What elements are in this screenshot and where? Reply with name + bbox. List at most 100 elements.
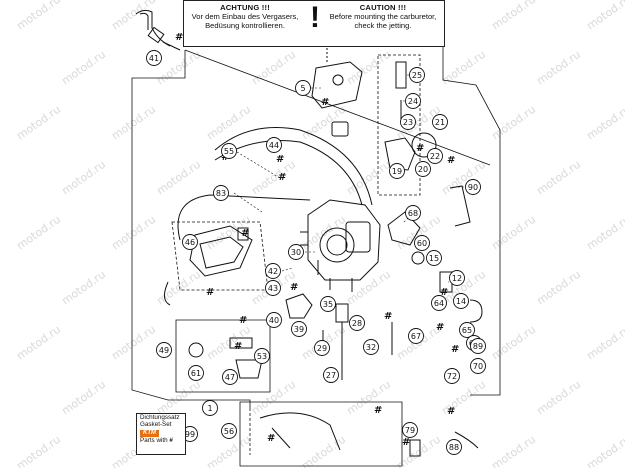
callout-19: 19 xyxy=(389,163,405,179)
kit-legend-line1: Dichtungssatz xyxy=(140,414,180,421)
watermark-text: motod.ru xyxy=(489,0,538,32)
callout-25: 25 xyxy=(409,67,425,83)
callout-70: 70 xyxy=(470,358,486,374)
callout-61: 61 xyxy=(188,365,204,381)
svg-text:#: # xyxy=(276,154,284,165)
watermark-text: motod.ru xyxy=(534,158,583,198)
callout-number: 44 xyxy=(269,141,279,150)
watermark-text: motod.ru xyxy=(344,378,393,418)
svg-text:#: # xyxy=(384,311,392,322)
watermark-text: motod.ru xyxy=(249,378,298,418)
callout-balloon xyxy=(449,270,465,286)
svg-text:#: # xyxy=(234,341,242,352)
svg-text:#: # xyxy=(206,287,214,298)
callout-64: 64 xyxy=(431,295,447,311)
callout-number: 14 xyxy=(456,297,466,306)
callout-balloon xyxy=(323,367,339,383)
svg-text:#: # xyxy=(241,228,249,239)
svg-text:#: # xyxy=(290,282,298,293)
hot-start-part xyxy=(384,61,437,171)
callout-60: 60 xyxy=(414,235,430,251)
callout-65: 65 xyxy=(459,322,475,338)
watermark-text: motod.ru xyxy=(249,158,298,198)
svg-text:#: # xyxy=(175,32,183,43)
svg-text:#: # xyxy=(321,97,329,108)
callout-balloon xyxy=(213,185,229,201)
callout-number: 23 xyxy=(403,118,413,127)
callout-88: 88 xyxy=(446,439,462,455)
callout-27: 27 xyxy=(323,367,339,383)
callout-number: 22 xyxy=(430,152,440,161)
callout-30: 30 xyxy=(288,244,304,260)
callout-number: 67 xyxy=(411,332,421,341)
callout-12: 12 xyxy=(449,270,465,286)
choke-cable-part xyxy=(135,9,181,51)
callout-43: 43 xyxy=(265,280,281,296)
callout-1: 1 xyxy=(202,400,218,416)
callout-balloon xyxy=(400,114,416,130)
callout-balloon xyxy=(295,80,311,96)
callout-balloon xyxy=(415,161,431,177)
callout-number: 99 xyxy=(185,430,195,439)
callout-balloon xyxy=(314,340,330,356)
callout-balloon xyxy=(431,295,447,311)
watermark-text: motod.ru xyxy=(154,158,203,198)
callout-number: 89 xyxy=(473,342,483,351)
warning-german-line1: Vor dem Einbau des Vergasers, xyxy=(191,12,299,22)
kit-legend-line2: Gasket-Set xyxy=(140,421,172,429)
callout-balloon xyxy=(409,67,425,83)
callout-14: 14 xyxy=(453,293,469,309)
callout-balloon xyxy=(405,205,421,221)
warning-english: CAUTION !!! Before mounting the carburet… xyxy=(324,3,442,31)
svg-text:#: # xyxy=(436,322,444,333)
callout-balloon xyxy=(188,365,204,381)
warning-english-title: CAUTION !!! xyxy=(359,3,407,12)
callout-number: 21 xyxy=(435,118,445,127)
callout-21: 21 xyxy=(432,114,448,130)
callout-number: 70 xyxy=(473,362,483,371)
callout-47: 47 xyxy=(222,369,238,385)
svg-text:#: # xyxy=(416,143,424,154)
callout-balloon xyxy=(156,342,172,358)
kit-legend-line3-text: Parts with xyxy=(140,436,168,444)
watermark-text: motod.ru xyxy=(489,323,538,363)
svg-text:#: # xyxy=(440,287,448,298)
watermark-text: motod.ru xyxy=(584,433,625,468)
callout-90: 90 xyxy=(465,179,481,195)
svg-text:#: # xyxy=(239,315,247,326)
watermark-text: motod.ru xyxy=(14,0,63,32)
callout-number: 29 xyxy=(317,344,327,353)
callout-balloon xyxy=(426,250,442,266)
throttle-cables-part xyxy=(164,127,373,306)
callout-balloon xyxy=(453,293,469,309)
watermark-text: motod.ru xyxy=(584,213,625,253)
callout-balloon xyxy=(222,369,238,385)
callout-number: 55 xyxy=(224,147,234,156)
callout-number: 32 xyxy=(366,343,376,352)
watermark-text: motod.ru xyxy=(439,48,488,88)
watermark-text: motod.ru xyxy=(534,268,583,308)
watermark-text: motod.ru xyxy=(299,213,348,253)
callout-number: 5 xyxy=(300,84,305,93)
watermark-text: motod.ru xyxy=(249,48,298,88)
callout-20: 20 xyxy=(415,161,431,177)
callout-number: 68 xyxy=(408,209,418,218)
watermark-text: motod.ru xyxy=(14,103,63,143)
callout-number: 56 xyxy=(224,427,234,436)
svg-text:#: # xyxy=(402,437,410,448)
watermark-text: motod.ru xyxy=(59,158,108,198)
watermark-text: motod.ru xyxy=(534,378,583,418)
warning-german-line2: Bedüsung kontrollieren. xyxy=(205,21,285,31)
callout-number: 47 xyxy=(225,373,235,382)
callout-79: 79 xyxy=(402,422,418,438)
callout-46: 46 xyxy=(182,234,198,250)
callout-balloon xyxy=(291,321,307,337)
callout-balloon xyxy=(265,263,281,279)
callout-55: 55 xyxy=(221,143,237,159)
callout-balloon xyxy=(405,93,421,109)
callout-balloon xyxy=(465,179,481,195)
callout-number: 61 xyxy=(191,369,201,378)
svg-text:#: # xyxy=(447,155,455,166)
